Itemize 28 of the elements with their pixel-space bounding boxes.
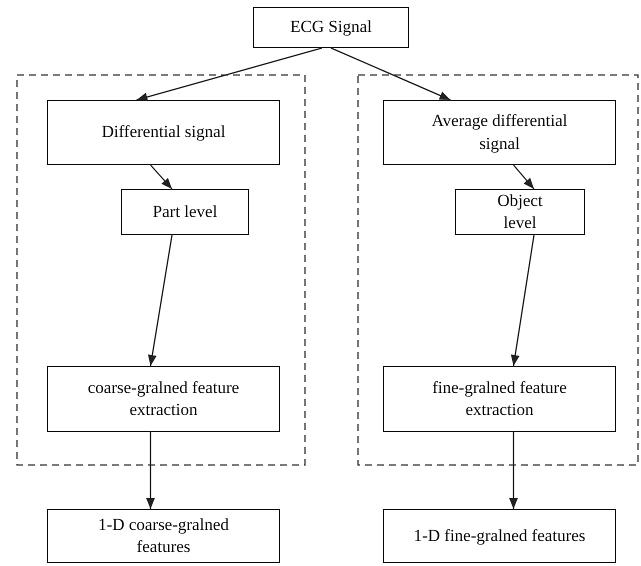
process-box xyxy=(383,509,616,563)
arrow xyxy=(136,47,322,102)
arrow xyxy=(330,47,451,101)
arrow xyxy=(509,432,518,509)
arrow xyxy=(146,432,155,509)
arrow xyxy=(513,164,534,190)
dashed-group-box xyxy=(357,74,639,466)
box-label: 1-D coarse-gralned features xyxy=(97,514,230,558)
box-label: Part level xyxy=(152,200,218,223)
dashed-group-box xyxy=(16,74,306,466)
arrow xyxy=(510,234,535,366)
process-box xyxy=(121,189,249,235)
process-box xyxy=(455,189,585,235)
box-label: fine-gralned feature extraction xyxy=(431,376,568,421)
process-box xyxy=(253,7,409,48)
process-box xyxy=(47,509,280,563)
box-label: Average differential signal xyxy=(430,110,568,155)
box-label: ECG Signal xyxy=(290,16,372,38)
arrow xyxy=(148,234,173,366)
process-box xyxy=(383,366,616,432)
process-box xyxy=(383,100,616,165)
process-box xyxy=(47,366,280,432)
box-label: Object level xyxy=(496,190,544,234)
process-box xyxy=(47,100,280,165)
box-label: Differential signal xyxy=(102,121,226,144)
box-label: 1-D fine-gralned features xyxy=(414,524,586,547)
arrow xyxy=(150,164,172,190)
box-label: coarse-gralned feature extraction xyxy=(86,376,240,421)
